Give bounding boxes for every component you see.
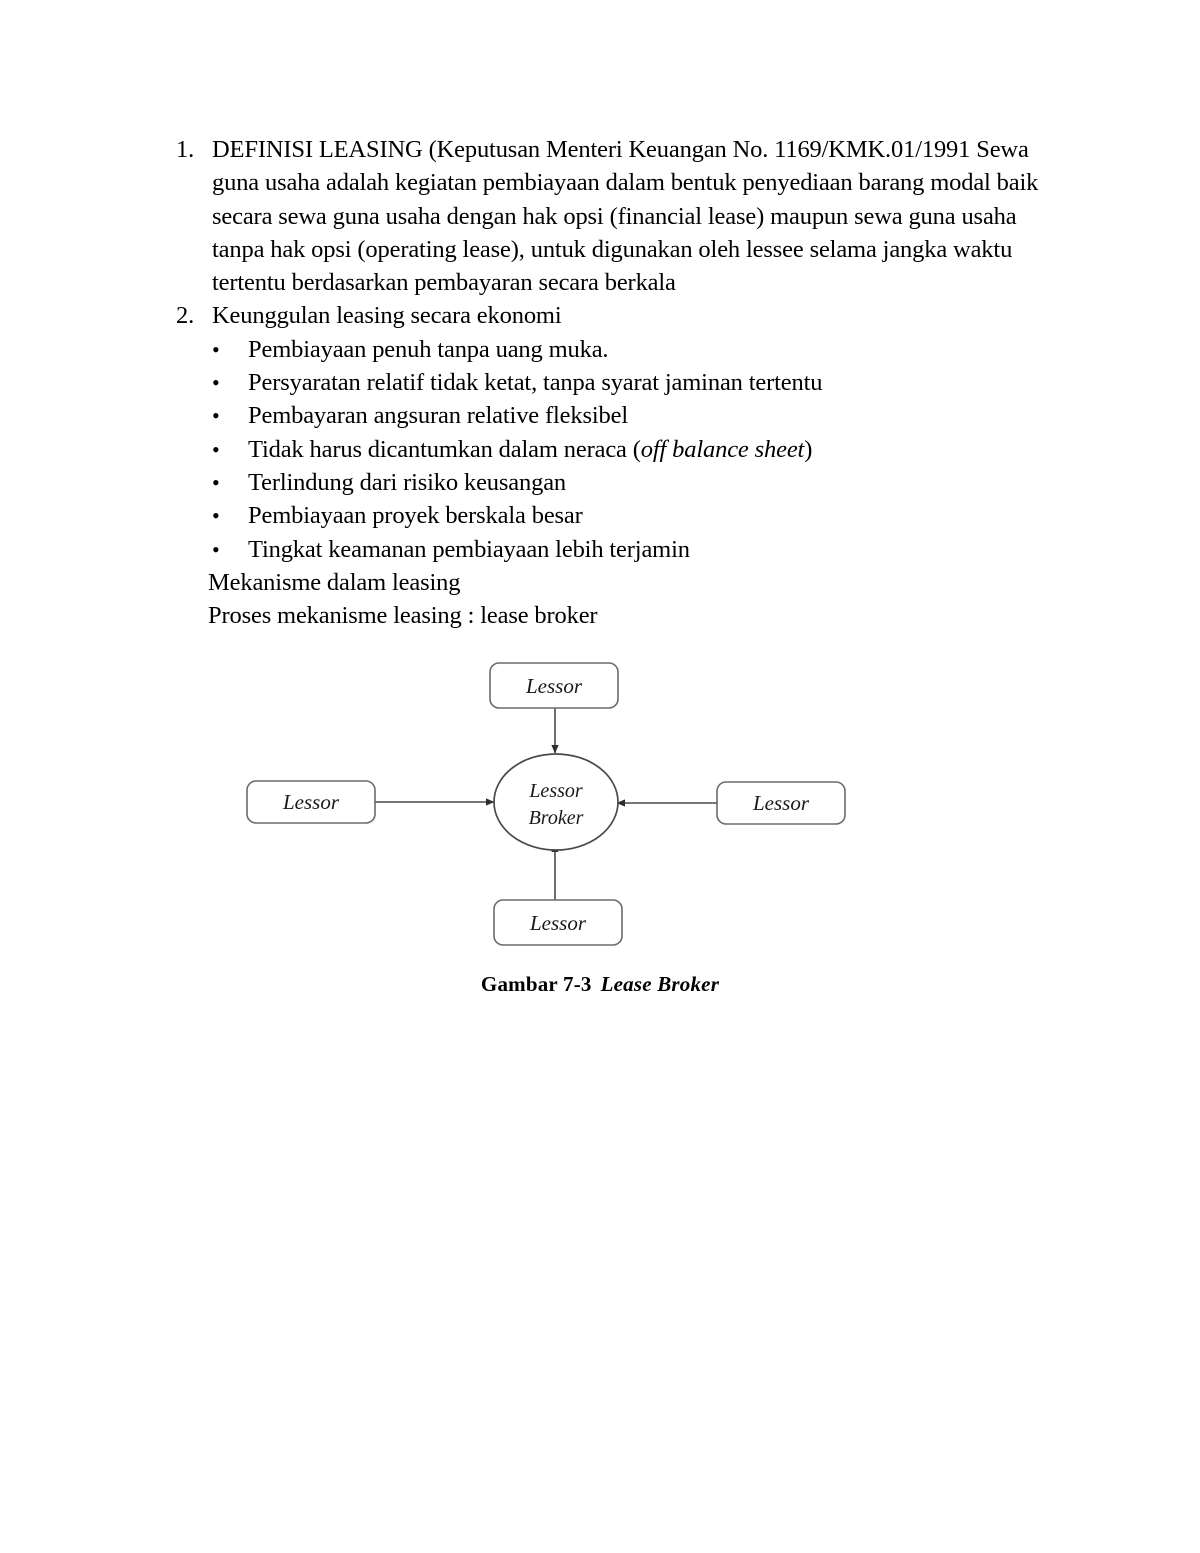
numbered-item-1: 1. DEFINISI LEASING (Keputusan Menteri K… [170,133,1065,299]
list-item-label: Pembiayaan penuh tanpa uang muka. [248,335,609,363]
bullet-icon: • [212,536,220,562]
lease-broker-diagram: Lessor Broker Lessor Lessor Lessor Lesso… [230,645,890,1015]
list-item-label-after: ) [804,435,813,463]
node-top-label: Lessor [525,674,583,698]
figure-caption-number: Gambar 7-3 [480,972,592,996]
list-item: • Pembiayaan proyek berskala besar [170,499,1065,532]
node-top-box [489,662,619,709]
figure-caption-title: Lease Broker [600,972,720,996]
list-item-label: Terlindung dari risiko keusangan [248,468,567,496]
hub-label-line2: Broker [529,807,584,829]
list-item-label-emphasis: off balance sheet [640,435,805,463]
list-marker-1: 1. [176,136,195,163]
bullet-icon: • [212,436,220,462]
bullet-icon: • [212,503,220,529]
numbered-item-2-text: Keunggulan leasing secara ekonomi [212,302,562,330]
node-left-label: Lessor [282,790,340,814]
list-item: • Persyaratan relatif tidak ketat, tanpa… [170,366,1065,399]
numbered-item-2: 2. Keunggulan leasing secara ekonomi [170,299,1065,332]
list-item: • Pembayaran angsuran relative fleksibel [170,399,1065,432]
bullet-icon: • [212,469,220,495]
list-item: • Tidak harus dicantumkan dalam neraca (… [170,433,1065,466]
hub-label-line1: Lessor [528,780,583,802]
hub-ellipse [493,753,619,851]
closing-line-2: Proses mekanisme leasing : lease broker [208,602,598,630]
list-item-label: Persyaratan relatif tidak ketat, tanpa s… [248,369,823,397]
list-item-label-before: Tidak harus dicantumkan dalam neraca ( [248,435,641,463]
list-item: • Terlindung dari risiko keusangan [170,466,1065,499]
list-marker-2: 2. [176,302,195,330]
list-item: • Pembiayaan penuh tanpa uang muka. [170,333,1065,366]
node-left-box [246,780,376,824]
node-bottom-label: Lessor [529,911,587,935]
node-right-box [716,781,846,825]
bullet-icon: • [212,370,220,396]
figure-caption: Gambar 7-3 Lease Broker [0,972,1200,997]
advantages-bullet-list: • Pembiayaan penuh tanpa uang muka. • Pe… [170,333,1065,566]
list-item-label: Pembiayaan proyek berskala besar [248,502,583,530]
list-item-label: Tingkat keamanan pembiayaan lebih terjam… [248,535,690,563]
numbered-item-1-text: DEFINISI LEASING (Keputusan Menteri Keua… [212,136,1039,297]
closing-line-1: Mekanisme dalam leasing [208,568,461,596]
node-bottom-box [493,899,623,946]
list-item-label: Pembayaran angsuran relative fleksibel [248,402,629,430]
bullet-icon: • [212,403,220,429]
list-item: • Tingkat keamanan pembiayaan lebih terj… [170,533,1065,566]
bullet-icon: • [212,336,220,362]
document-text-body: 1. DEFINISI LEASING (Keputusan Menteri K… [170,133,1065,632]
node-right-label: Lessor [752,791,810,815]
